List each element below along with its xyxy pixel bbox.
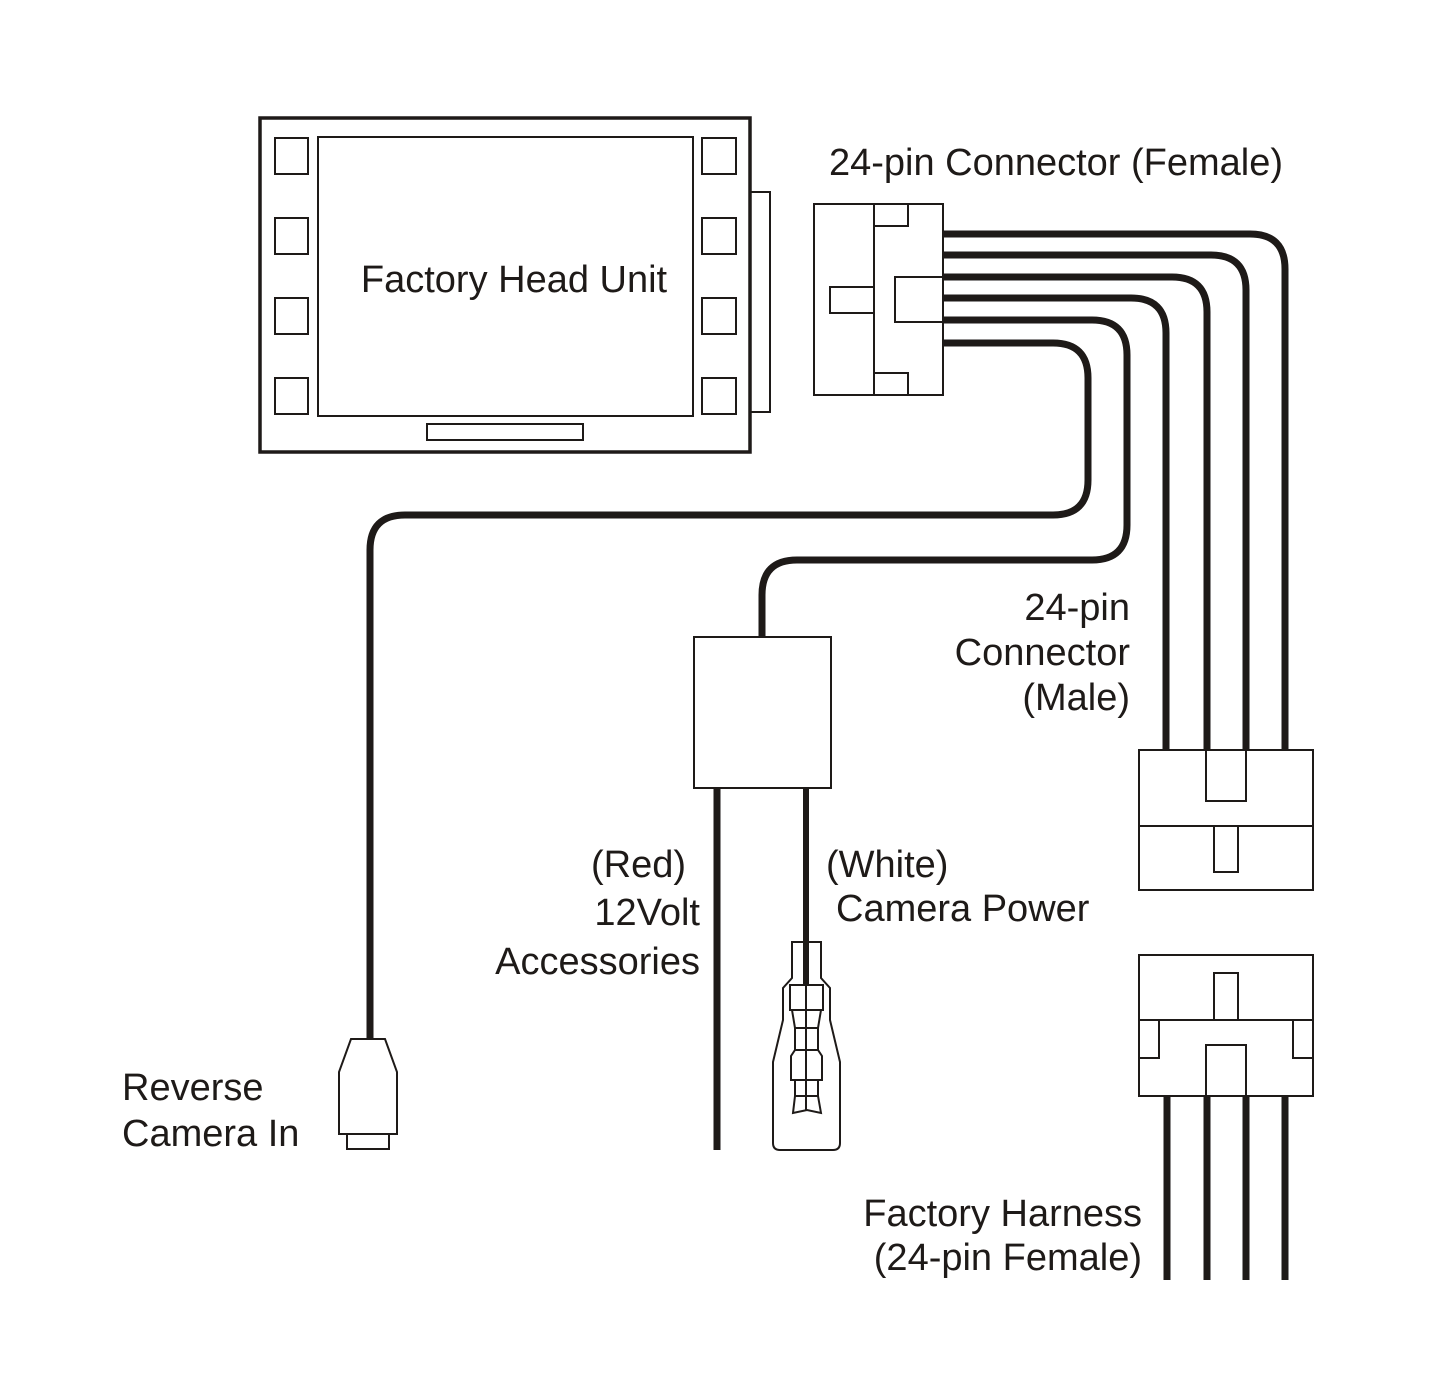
power-box <box>693 636 832 789</box>
male-connector-label-line-2: Connector <box>955 632 1131 674</box>
head-unit-button-right-1 <box>701 137 737 175</box>
white-wire-label-line-1: (White) <box>826 844 948 886</box>
factory-harness-label-line-1: Factory Harness <box>863 1193 1142 1235</box>
head-unit-button-right-3 <box>701 297 737 335</box>
wire-2 <box>943 251 1250 750</box>
reverse-camera-label-line-2: Camera In <box>122 1113 299 1155</box>
wire-3 <box>943 273 1211 750</box>
head-unit-button-left-1 <box>274 137 309 175</box>
red-wire-label-line-2: 12Volt <box>594 892 700 934</box>
factory-harness-left-tab <box>1138 1019 1160 1059</box>
rca-plug-icon <box>338 1038 398 1135</box>
head-unit-screen <box>317 136 694 417</box>
factory-harness-top-notch <box>1213 972 1239 1021</box>
white-wire-label-line-2: Camera Power <box>836 888 1090 930</box>
female-connector: 24-pin Connector (Female) <box>813 142 1283 396</box>
head-unit-button-left-3 <box>274 297 309 335</box>
wire-6-camera <box>366 339 1092 1040</box>
female-connector-right-block <box>894 276 944 323</box>
head-unit-side-bracket <box>749 191 771 413</box>
male-connector-top-notch <box>1205 749 1247 802</box>
reverse-camera-label-line-1: Reverse <box>122 1067 264 1109</box>
head-unit-button-right-2 <box>701 217 737 255</box>
factory-head-unit: Factory Head Unit <box>258 116 771 454</box>
head-unit-button-left-2 <box>274 217 309 255</box>
wire-4 <box>943 294 1170 750</box>
male-connector-label-line-1: 24-pin <box>1024 587 1130 629</box>
head-unit-disc-slot <box>426 423 584 441</box>
factory-harness-label-line-2: (24-pin Female) <box>874 1237 1142 1279</box>
harness-wires <box>366 230 1289 1040</box>
head-unit-button-right-4 <box>701 377 737 415</box>
factory-harness-right-tab <box>1292 1019 1314 1059</box>
male-connector-lower-notch <box>1213 825 1239 873</box>
factory-harness-bottom-notch <box>1205 1044 1247 1097</box>
reverse-camera-plug: Reverse Camera In <box>122 1038 398 1155</box>
female-connector-bottom-tab <box>873 372 909 396</box>
male-connector-label-line-3: (Male) <box>1022 677 1130 719</box>
red-wire-label-line-1: (Red) <box>591 844 686 886</box>
wire-1 <box>943 230 1289 750</box>
bullet-connector-icon <box>772 941 841 1151</box>
female-connector-top-tab <box>873 203 909 227</box>
female-connector-label: 24-pin Connector (Female) <box>829 142 1283 184</box>
female-connector-left-tab <box>829 286 875 314</box>
head-unit-button-left-4 <box>274 377 309 415</box>
factory-harness: Factory Harness (24-pin Female) <box>863 954 1314 1280</box>
power-module: (Red) 12Volt Accessories (White) Camera … <box>495 636 1090 1151</box>
rca-plug-tip <box>346 1133 390 1150</box>
red-wire-label-line-3: Accessories <box>495 941 700 983</box>
male-connector: 24-pin Connector (Male) <box>955 587 1314 891</box>
head-unit-label: Factory Head Unit <box>361 259 668 301</box>
wire-5-power <box>758 316 1131 637</box>
